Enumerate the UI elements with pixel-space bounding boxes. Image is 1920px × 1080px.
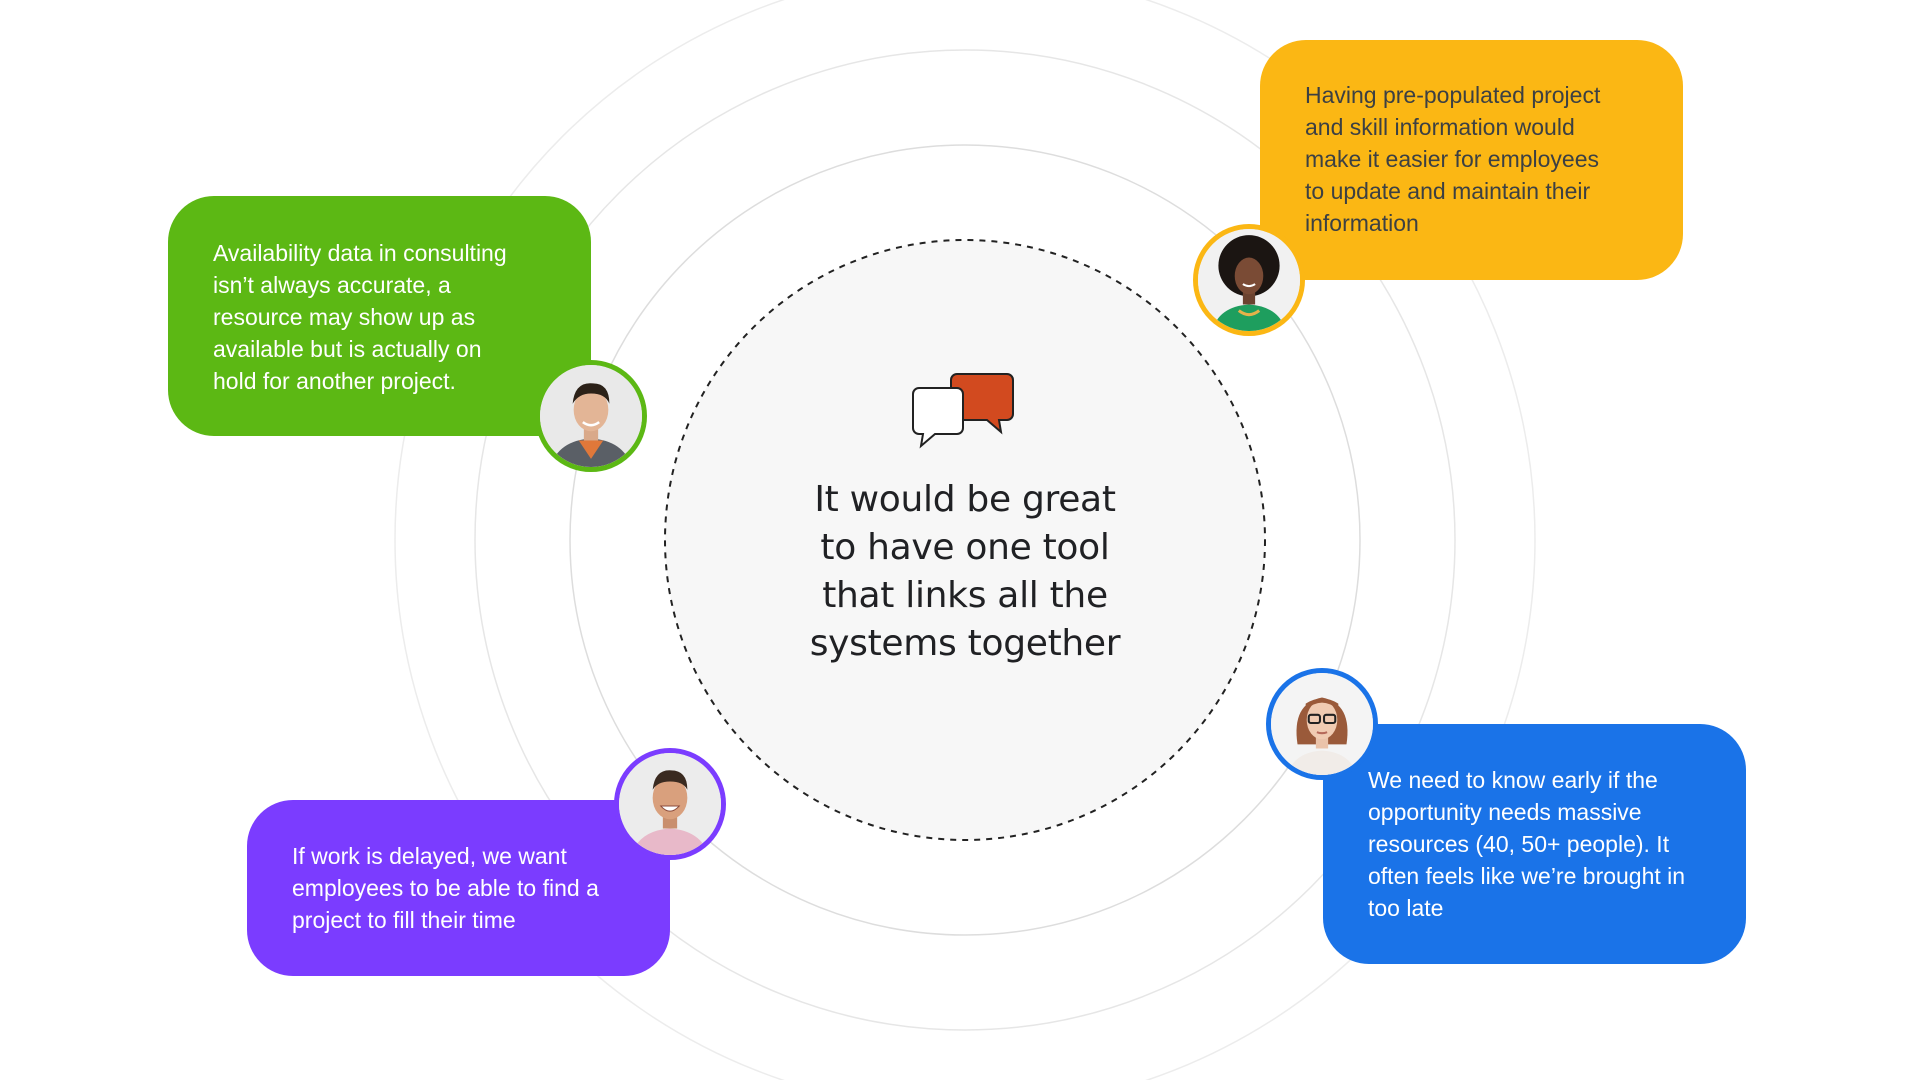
center-line-4: systems together (809, 623, 1121, 664)
outer-ring-4 (394, 0, 1536, 1080)
man-laughing-avatar (614, 748, 726, 860)
quote-line: make it easier for employees (1305, 146, 1600, 172)
outer-ring-3 (474, 49, 1456, 1031)
quote-bubble-yellow: Having pre-populated project and skill i… (1260, 40, 1683, 280)
man-smiling-avatar (535, 360, 647, 472)
quote-bubble-green: Availability data in consulting isn’t al… (168, 196, 591, 436)
quote-line: opportunity needs massive (1368, 799, 1642, 825)
outer-ring-2 (569, 144, 1361, 936)
quote-line: resources (40, 50+ people). It (1368, 831, 1670, 857)
quote-line: employees to be able to find a (292, 875, 599, 901)
quote-line: project to fill their time (292, 907, 516, 933)
inner-circle (664, 239, 1266, 841)
quote-line: often feels like we’re brought in (1368, 863, 1686, 889)
center-line-3: that links all the (822, 575, 1108, 616)
central-statement: It would be great to have one tool that … (790, 476, 1140, 668)
quote-line: and skill information would (1305, 114, 1575, 140)
quote-line: We need to know early if the (1368, 767, 1658, 793)
quote-line: isn’t always accurate, a (213, 272, 451, 298)
quote-line: too late (1368, 895, 1444, 921)
center-line-1: It would be great (814, 479, 1116, 520)
quote-line: Having pre-populated project (1305, 82, 1601, 108)
quote-line: Availability data in consulting (213, 240, 507, 266)
quote-bubble-blue: We need to know early if the opportunity… (1323, 724, 1746, 964)
chat-bubbles-icon (912, 373, 1014, 449)
quote-bubble-purple: If work is delayed, we want employees to… (247, 800, 670, 976)
quote-line: hold for another project. (213, 368, 456, 394)
quote-line: information (1305, 210, 1419, 236)
quote-line: If work is delayed, we want (292, 843, 567, 869)
quote-line: to update and maintain their (1305, 178, 1591, 204)
woman-glasses-avatar (1266, 668, 1378, 780)
center-line-2: to have one tool (820, 527, 1110, 568)
quote-line: resource may show up as (213, 304, 476, 330)
woman-curly-hair-avatar (1193, 224, 1305, 336)
quote-line: available but is actually on (213, 336, 482, 362)
